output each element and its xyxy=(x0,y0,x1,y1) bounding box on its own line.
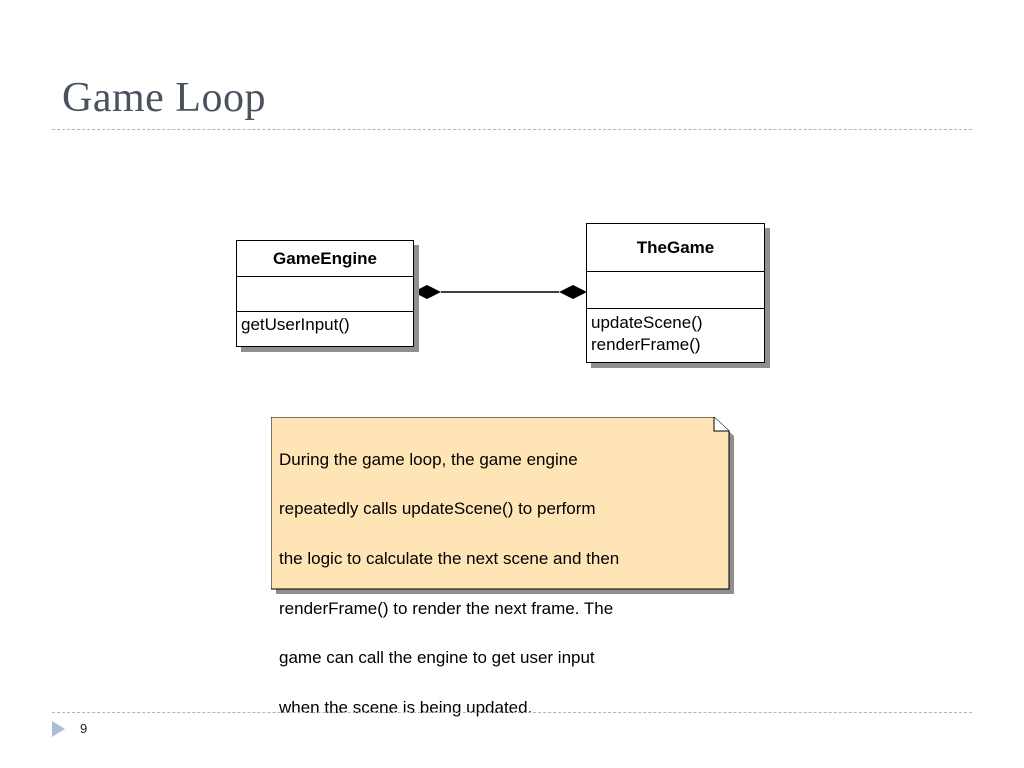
class-attributes xyxy=(237,277,413,312)
note-line: During the game loop, the game engine xyxy=(279,449,578,469)
note-line: repeatedly calls updateScene() to perfor… xyxy=(279,499,596,519)
note-line: when the scene is being updated. xyxy=(279,697,533,717)
class-attributes xyxy=(587,272,764,309)
class-name: TheGame xyxy=(587,224,764,272)
class-operations: getUserInput() xyxy=(237,312,413,338)
gameengine-class[interactable]: GameEngine getUserInput() xyxy=(236,240,414,347)
engine-diamond-icon xyxy=(413,285,441,299)
page-number: 9 xyxy=(80,721,88,736)
triangle-right-icon xyxy=(52,721,65,737)
note-shape xyxy=(271,417,734,594)
operation: updateScene() xyxy=(591,313,703,332)
title-divider xyxy=(52,129,972,130)
note-line: renderFrame() to render the next frame. … xyxy=(279,598,614,618)
slide-title: Game Loop xyxy=(62,75,266,121)
footer-divider xyxy=(52,712,972,713)
uml-note[interactable]: During the game loop, the game engine re… xyxy=(271,417,734,717)
folded-corner-icon xyxy=(713,417,729,432)
note-text: During the game loop, the game engine re… xyxy=(279,423,719,745)
class-name: GameEngine xyxy=(237,241,413,277)
operation: getUserInput() xyxy=(241,315,350,334)
game-diamond-icon xyxy=(559,285,587,299)
class-operations: updateScene() renderFrame() xyxy=(587,309,764,358)
thegame-class[interactable]: TheGame updateScene() renderFrame() xyxy=(586,223,765,363)
note-line: game can call the engine to get user inp… xyxy=(279,648,595,668)
operation: renderFrame() xyxy=(591,335,701,354)
note-line: the logic to calculate the next scene an… xyxy=(279,548,620,568)
